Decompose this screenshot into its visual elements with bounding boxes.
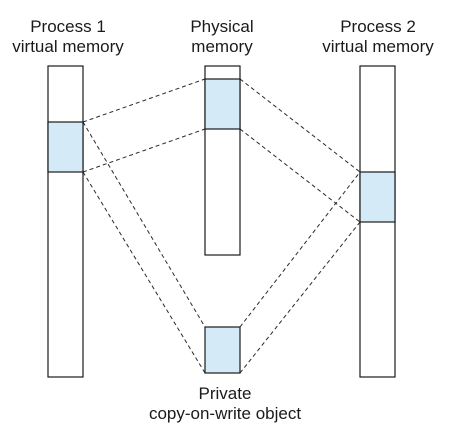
- process1-label: Process 1 virtual memory: [0, 17, 136, 57]
- process1-memory-column: [47, 65, 84, 378]
- map-private-bottom-to-p2: [239, 221, 361, 374]
- process2-label: Process 2 virtual memory: [310, 17, 446, 57]
- mapping-lines: [82, 78, 361, 374]
- process1-label-line2: virtual memory: [12, 37, 124, 56]
- map-p1-bottom-to-phys: [82, 128, 206, 173]
- process2-label-line2: virtual memory: [322, 37, 434, 56]
- physical-label-line1: Physical: [190, 17, 254, 36]
- map-p1-top-to-phys: [82, 78, 206, 123]
- physical-label-line2: memory: [191, 37, 253, 56]
- process2-shared-page: [359, 171, 396, 223]
- process2-label-line1: Process 2: [340, 17, 416, 36]
- process1-label-line1: Process 1: [30, 17, 106, 36]
- map-phys-bottom-to-p2: [239, 128, 361, 223]
- map-p1-top-to-private: [82, 121, 206, 328]
- physical-memory-label: Physical memory: [162, 17, 282, 57]
- private-label-line2: copy-on-write object: [148, 404, 302, 423]
- private-label-line1: Private: [198, 384, 252, 403]
- map-phys-top-to-p2: [239, 78, 361, 173]
- private-object-label: Private copy-on-write object: [110, 384, 340, 424]
- map-private-top-to-p2: [239, 171, 361, 328]
- process1-shared-page: [47, 121, 84, 173]
- map-p1-bottom-to-private: [82, 171, 206, 374]
- private-cow-object: [204, 326, 241, 374]
- physical-shared-page: [204, 78, 241, 130]
